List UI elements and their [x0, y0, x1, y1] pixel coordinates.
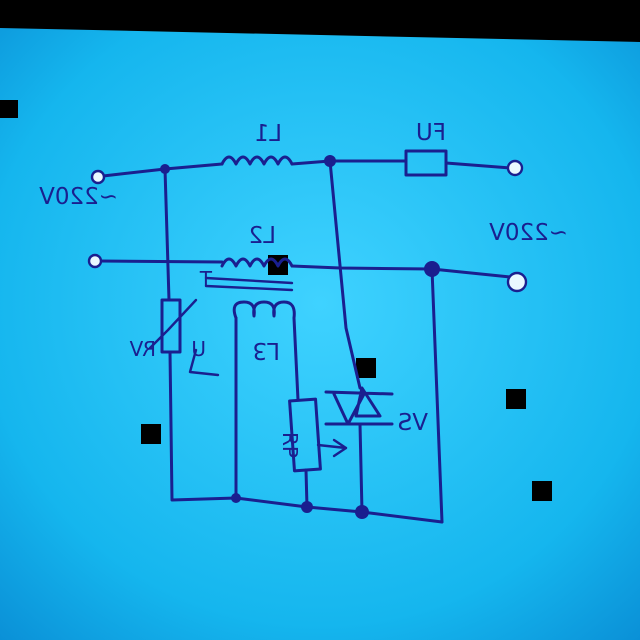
terminal-left-bottom [87, 253, 103, 269]
inductor-l1-symbol [220, 155, 294, 166]
label-fu: FU [416, 120, 446, 146]
terminal-right-bottom [506, 271, 528, 293]
inductor-l2-symbol [220, 257, 294, 268]
inductor-l3-branch [232, 300, 300, 500]
label-right-voltage: ~220V [489, 220, 568, 246]
redaction-square [240, 14, 258, 26]
redaction-square [532, 481, 552, 501]
potentiometer-branch [288, 397, 348, 509]
label-l2: L2 [249, 223, 276, 249]
varistor-branch [148, 167, 238, 502]
label-t: T [199, 267, 213, 291]
terminal-right-top [506, 159, 524, 177]
terminal-left-top [90, 169, 106, 185]
label-vs: VS [398, 410, 428, 436]
redaction-square [506, 389, 526, 409]
bottom-bus [234, 267, 444, 524]
triac-vs-symbol [324, 386, 394, 426]
second-line [98, 257, 512, 292]
label-l3: L3 [253, 337, 280, 363]
label-rp: RP [278, 432, 302, 458]
redaction-square [356, 358, 376, 378]
label-l1: L1 [255, 121, 282, 147]
label-left-voltage: ~220V [39, 184, 118, 210]
inductor-l3-symbol [232, 300, 296, 320]
triac-branch [324, 159, 394, 514]
label-rv: RV [129, 337, 156, 361]
paper-sheet [0, 28, 640, 640]
label-u: U [191, 337, 206, 361]
redaction-square [141, 424, 161, 444]
redaction-square [0, 100, 18, 118]
